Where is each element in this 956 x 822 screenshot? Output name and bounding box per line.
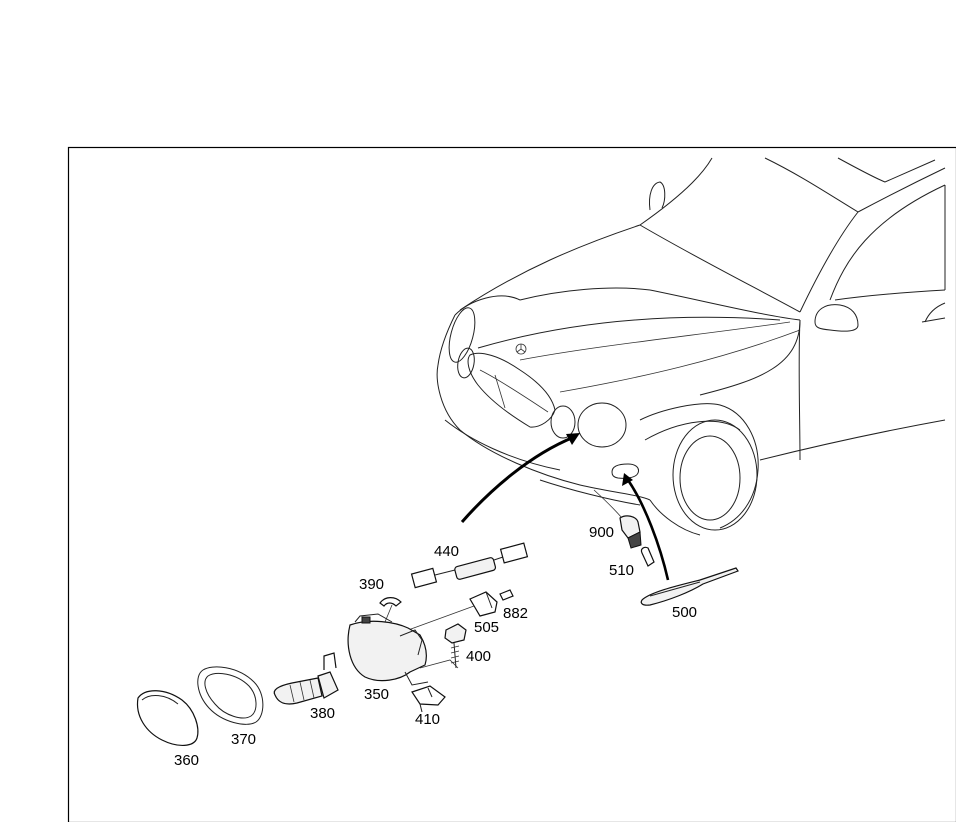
part-900-socket [619,515,642,549]
part-380-bulb [273,652,339,705]
diagram-frame [67,146,956,822]
car-outline [436,157,946,536]
callout-380: 380 [310,705,335,722]
part-510-bulb [640,546,655,567]
callout-500: 500 [672,604,697,621]
callout-510: 510 [609,562,634,579]
part-390-clip [379,597,402,607]
mounting-arrows [460,433,670,581]
part-410-bracket [411,685,446,713]
part-370-gasket-ring [197,666,264,725]
part-440-wiring-harness [410,542,529,589]
callout-400: 400 [466,648,491,665]
callout-505: 505 [474,619,499,636]
callout-labels: 440 390 882 505 400 350 380 410 370 360 … [174,524,697,769]
part-360-cover [136,690,199,746]
leader-line [399,605,475,634]
part-882-bulb-socket [499,589,514,601]
callout-410: 410 [415,711,440,728]
callout-390: 390 [359,576,384,593]
callout-350: 350 [364,686,389,703]
callout-370: 370 [231,731,256,748]
callout-882: 882 [503,605,528,622]
part-350-fog-lamp [347,613,429,686]
part-500-side-marker-lamp [640,567,739,606]
part-400-screw [444,623,467,669]
callout-900: 900 [589,524,614,541]
callout-360: 360 [174,752,199,769]
callout-440: 440 [434,543,459,560]
part-505-connector [469,591,498,617]
